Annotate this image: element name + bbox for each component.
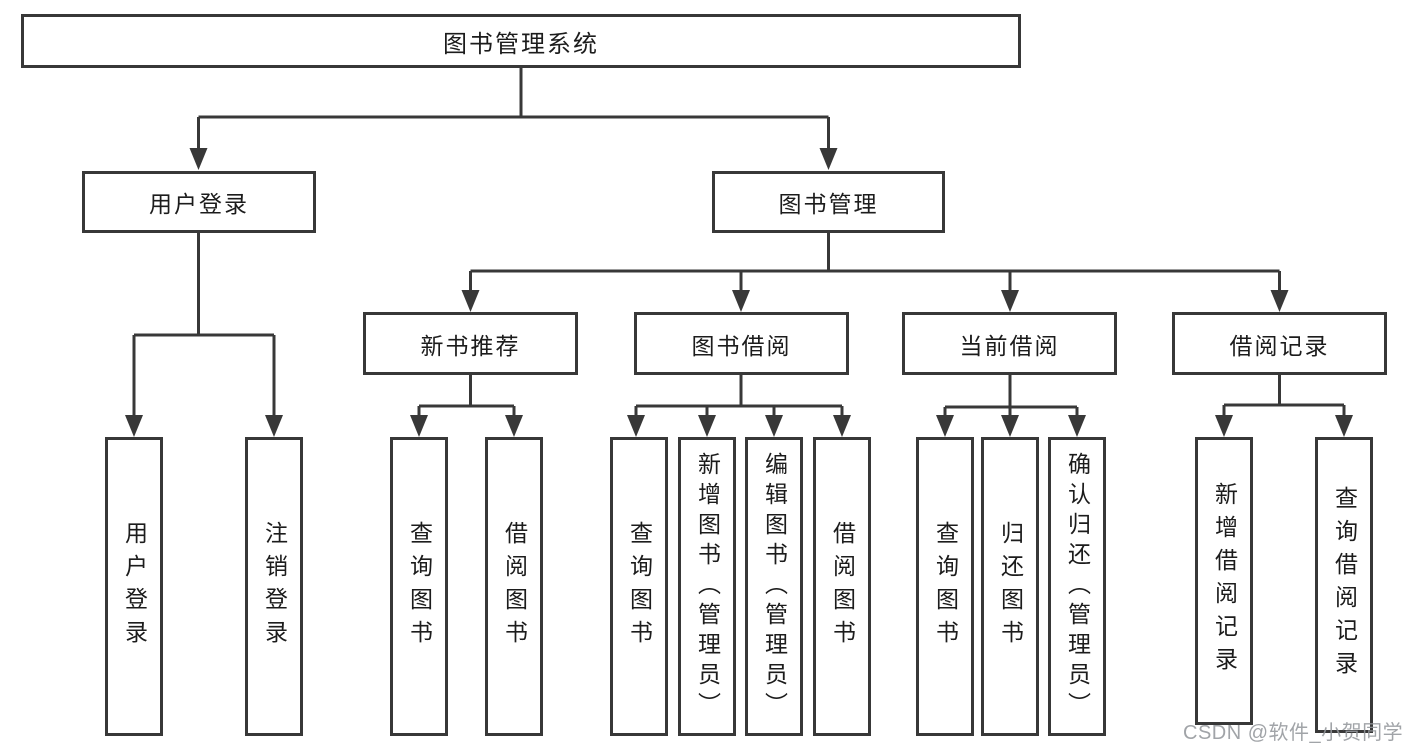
node-label: 编辑图书（管理员） (761, 451, 788, 722)
node-book-borrowing: 图书借阅 (634, 312, 849, 375)
leaf-query-books-recommend: 查询图书 (390, 437, 448, 736)
leaf-logout: 注销登录 (245, 437, 303, 736)
leaf-confirm-return-admin: 确认归还（管理员） (1048, 437, 1106, 736)
node-label: 查询图书 (932, 520, 959, 653)
node-label: 图书管理 (778, 191, 879, 217)
node-current-borrowing: 当前借阅 (902, 312, 1117, 375)
leaf-query-books-current: 查询图书 (916, 437, 974, 736)
csdn-watermark: CSDN @软件_小贺同学 (1183, 722, 1404, 744)
leaf-return-book: 归还图书 (981, 437, 1039, 736)
arrowheads (125, 148, 1353, 437)
node-new-book-recommendation: 新书推荐 (363, 312, 578, 375)
leaf-query-books-borrowing: 查询图书 (610, 437, 668, 736)
leaf-query-borrow-record: 查询借阅记录 (1315, 437, 1373, 733)
node-label: 借阅图书 (501, 520, 528, 653)
node-user-login: 用户登录 (82, 171, 316, 233)
node-label: 图书管理系统 (443, 30, 599, 58)
node-label: 归还图书 (997, 520, 1024, 653)
node-library-management-system: 图书管理系统 (21, 14, 1021, 68)
node-label: 新增借阅记录 (1211, 482, 1238, 680)
node-label: 查询图书 (626, 520, 653, 653)
leaf-borrow-books-borrowing: 借阅图书 (813, 437, 871, 736)
node-label: 注销登录 (261, 520, 288, 653)
node-label: 新书推荐 (420, 332, 521, 359)
leaf-add-borrow-record: 新增借阅记录 (1195, 437, 1253, 725)
node-label: 查询借阅记录 (1331, 486, 1358, 684)
node-label: 新增图书（管理员） (694, 451, 721, 722)
leaf-add-book-admin: 新增图书（管理员） (678, 437, 736, 736)
node-label: 借阅记录 (1229, 332, 1330, 359)
node-label: 用户登录 (149, 191, 249, 217)
node-label: 当前借阅 (959, 332, 1060, 359)
node-label: 图书借阅 (691, 332, 792, 359)
node-label: 借阅图书 (829, 520, 856, 653)
leaf-user-login: 用户登录 (105, 437, 163, 736)
node-label: 用户登录 (121, 520, 148, 653)
leaf-borrow-books-recommend: 借阅图书 (485, 437, 543, 736)
node-book-management: 图书管理 (712, 171, 945, 233)
node-label: 查询图书 (406, 520, 433, 653)
node-borrowing-records: 借阅记录 (1172, 312, 1387, 375)
node-label: 确认归还（管理员） (1064, 451, 1091, 722)
leaf-edit-book-admin: 编辑图书（管理员） (745, 437, 803, 736)
